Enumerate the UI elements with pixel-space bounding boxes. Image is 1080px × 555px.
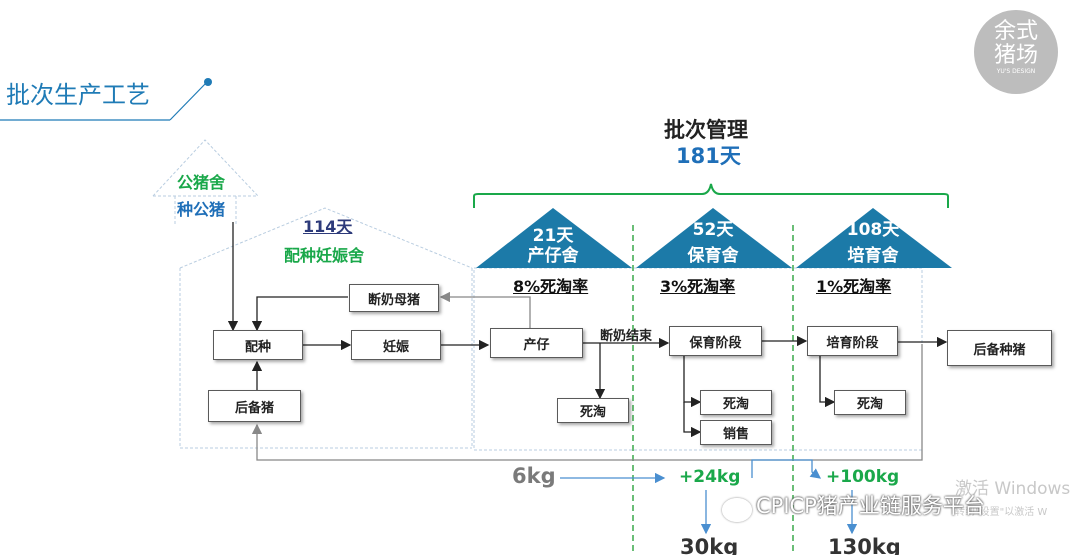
stage-triangle-nursery bbox=[636, 208, 792, 268]
stage-nursery-days: 52天 bbox=[692, 220, 734, 240]
page-title: 批次生产工艺 bbox=[6, 81, 150, 109]
stage-triangle-growing bbox=[796, 208, 952, 268]
batch-days: 181天 bbox=[676, 144, 741, 168]
logo-line1: 余式 bbox=[993, 19, 1038, 44]
box-replacement: 后备种猪 bbox=[947, 330, 1052, 366]
stage-growing-name: 培育舍 bbox=[847, 246, 899, 266]
watermark-text: CPICP猪产业链服务平台 bbox=[756, 494, 985, 518]
weight-30kg: 30kg bbox=[680, 535, 739, 555]
weight-arrows bbox=[560, 459, 858, 535]
box-farrowing: 产仔 bbox=[490, 328, 583, 358]
activate-windows-sub: 转到"设置"以激活 W bbox=[955, 507, 1048, 518]
stage-nursery-name: 保育舍 bbox=[687, 246, 739, 266]
breeding-house-days: 114天 bbox=[303, 217, 353, 236]
box-breeding: 配种 bbox=[213, 330, 303, 360]
boar-house-sub: 种公猪 bbox=[177, 200, 226, 219]
boar-house-outline bbox=[152, 139, 259, 225]
breeding-house-name: 配种妊娠舍 bbox=[284, 246, 365, 265]
batch-brace bbox=[473, 183, 949, 208]
box-cull-1: 死淘 bbox=[557, 398, 629, 423]
rate-nursery: 3%死淘率 bbox=[660, 277, 736, 296]
stage-farrowing-name: 产仔舍 bbox=[527, 246, 579, 266]
brand-logo: 余式 猪场 YU'S DESIGN bbox=[974, 10, 1058, 94]
boar-house-name: 公猪舍 bbox=[177, 173, 226, 192]
stage-growing-days: 108天 bbox=[846, 220, 900, 240]
feedback-weaned-arrow bbox=[439, 291, 531, 328]
logo-sub: YU'S DESIGN bbox=[996, 68, 1036, 75]
stage-farrowing-days: 21天 bbox=[532, 226, 574, 246]
box-reserve: 后备猪 bbox=[208, 390, 301, 422]
weight-6kg: 6kg bbox=[512, 464, 556, 488]
return-line bbox=[251, 344, 923, 461]
weaning-end-label: 断奶结束 bbox=[600, 329, 653, 344]
activate-windows-text: 激活 Windows bbox=[955, 479, 1071, 499]
box-weaned-sow: 断奶母猪 bbox=[349, 284, 439, 312]
stage-triangle-farrowing bbox=[476, 208, 632, 268]
box-pregnancy: 妊娠 bbox=[351, 330, 441, 360]
batch-title: 批次管理 bbox=[664, 118, 748, 142]
box-grow-stage: 培育阶段 bbox=[807, 326, 898, 356]
box-nursery-stage: 保育阶段 bbox=[669, 326, 762, 356]
rate-growing: 1%死淘率 bbox=[816, 277, 892, 296]
header-underline bbox=[0, 78, 212, 121]
box-cull-3: 死淘 bbox=[834, 390, 906, 415]
watermark-chat-icon bbox=[722, 498, 752, 522]
breeding-house-outline bbox=[179, 207, 473, 449]
box-cull-2: 死淘 bbox=[700, 390, 772, 415]
box-sale: 销售 bbox=[700, 420, 772, 445]
weight-130kg: 130kg bbox=[828, 535, 901, 555]
logo-line2: 猪场 bbox=[993, 43, 1038, 68]
flow-arrows bbox=[227, 222, 948, 438]
weight-plus-100kg: +100kg bbox=[826, 467, 900, 487]
weight-plus-24kg: +24kg bbox=[679, 467, 741, 487]
rate-farrowing: 8%死淘率 bbox=[513, 277, 589, 296]
